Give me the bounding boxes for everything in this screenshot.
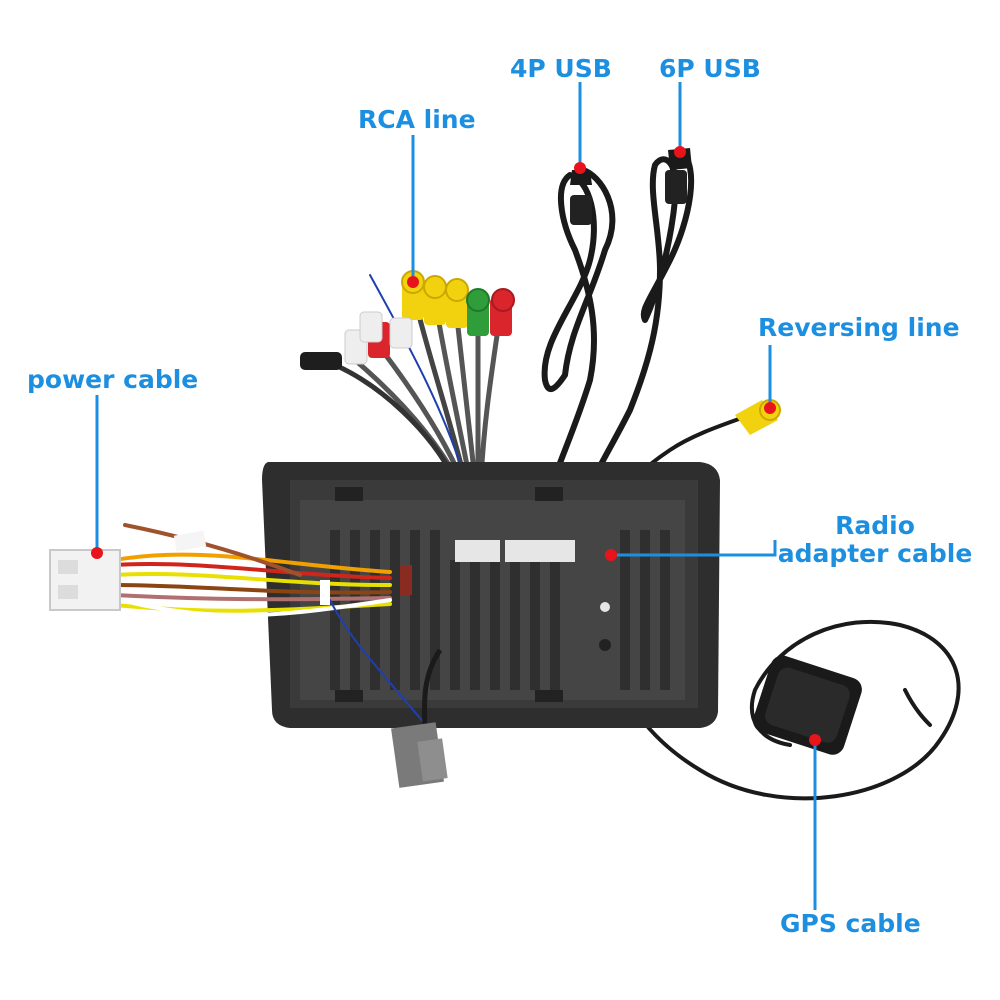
markers — [91, 146, 821, 746]
marker-rca — [407, 276, 419, 288]
gps-cable — [603, 619, 961, 801]
marker-gps — [809, 734, 821, 746]
gps-antenna — [753, 655, 862, 755]
usb6-label: 6P USB — [659, 54, 761, 83]
marker-usb4 — [574, 162, 586, 174]
head-unit — [262, 462, 720, 728]
marker-power — [91, 547, 103, 559]
radio-adapter-connector — [391, 648, 448, 788]
marker-radio — [605, 549, 617, 561]
rca-label: RCA line — [358, 105, 476, 134]
radio-label-line1: Radio — [835, 511, 915, 540]
gps-label: GPS cable — [780, 909, 921, 938]
usb-plugs — [570, 148, 692, 225]
usb4-label: 4P USB — [510, 54, 612, 83]
marker-usb6 — [674, 146, 686, 158]
usb4-cable — [537, 167, 616, 523]
radio-label: Radio adapter cable — [760, 512, 990, 568]
marker-reversing — [764, 402, 776, 414]
power-label: power cable — [27, 365, 199, 394]
usb6-cable — [572, 149, 695, 523]
leader-lines — [95, 82, 817, 910]
radio-label-line2: adapter cable — [777, 539, 973, 568]
power-harness — [113, 523, 431, 731]
power-connector — [49, 549, 121, 611]
reversing-label: Reversing line — [758, 313, 960, 342]
rca-plugs — [300, 270, 515, 370]
